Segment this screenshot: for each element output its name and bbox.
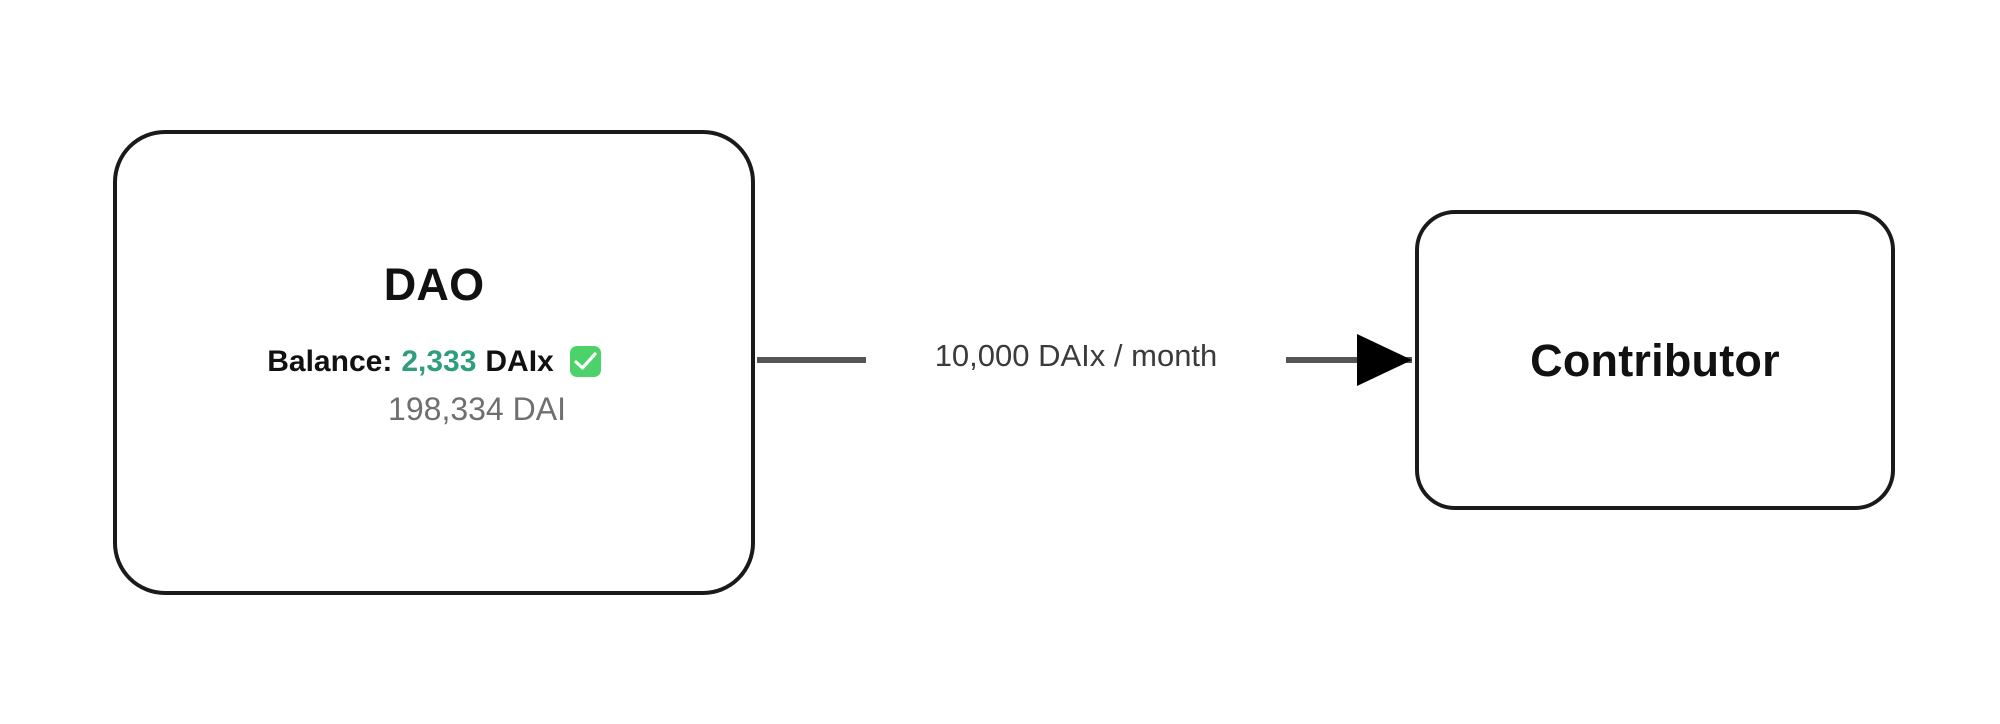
balance-amount: 2,333 bbox=[401, 345, 477, 378]
balance-row: Balance: 2,333 DAIx bbox=[117, 344, 751, 379]
edge-label-dao-to-contributor: 10,000 DAIx / month bbox=[866, 337, 1286, 376]
node-dao-inner: DAO Balance: 2,333 DAIx 198,334 DAI bbox=[117, 134, 751, 591]
green-check-badge-icon bbox=[569, 346, 601, 378]
node-dao[interactable]: DAO Balance: 2,333 DAIx 198,334 DAI bbox=[113, 130, 755, 595]
balance-token: DAIx bbox=[485, 345, 554, 378]
node-dao-balance-block: Balance: 2,333 DAIx 198,334 DAI bbox=[117, 344, 751, 431]
node-contributor-title: Contributor bbox=[1530, 334, 1780, 386]
arrow-head-icon bbox=[1357, 334, 1412, 386]
balance-underlying: 198,334 DAI bbox=[388, 391, 566, 428]
balance-label: Balance: bbox=[267, 345, 393, 378]
node-contributor[interactable]: Contributor bbox=[1415, 210, 1895, 510]
node-dao-title: DAO bbox=[383, 259, 485, 310]
